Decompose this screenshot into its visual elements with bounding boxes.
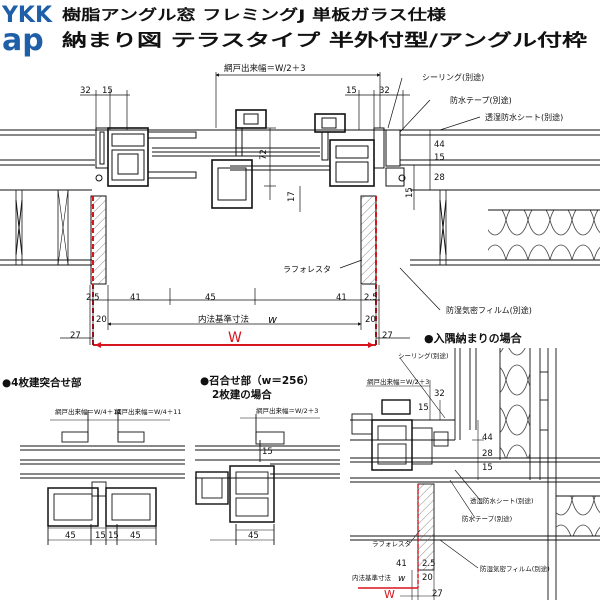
sub-meeting-dim-15: 15 <box>262 447 273 457</box>
sub-4panel-dim-15b: 15 <box>108 531 119 541</box>
label-sealing: シーリング(別途) <box>422 72 484 82</box>
sub-4panel-dim-45-right: 45 <box>130 531 141 541</box>
dim-right-28: 28 <box>434 173 445 183</box>
label-waterproof-tape: 防水テープ(別途) <box>450 95 512 105</box>
corner-net-label: 網戸出来幅＝W/2＋3 <box>367 377 429 386</box>
dim-bottom-27-left: 27 <box>70 331 81 341</box>
sub-meeting-title-2: 2枚建の場合 <box>212 388 272 401</box>
label-laforesta: ラフォレスタ <box>283 265 331 274</box>
corner-dim-44: 44 <box>482 433 493 443</box>
sub-4panel-net-right: 網戸出来幅＝W/4＋11 <box>115 407 182 416</box>
main-dimension-lines <box>60 72 481 345</box>
logo-bottom-text: ap <box>2 23 44 58</box>
sub-corner-title: ●入隅納まりの場合 <box>424 331 523 345</box>
corner-dim-15: 15 <box>418 403 429 413</box>
title-line-1: 樹脂アングル窓 フレミングJ 単板ガラス仕様 <box>62 6 447 24</box>
corner-W-label: W <box>384 588 395 600</box>
sub-meeting-detail <box>195 414 340 545</box>
sub-meeting-dim-45: 45 <box>248 531 259 541</box>
corner-inner-dim-label: 内法基準寸法 <box>352 573 392 582</box>
sub-4panel-dim-45-left: 45 <box>65 531 76 541</box>
dim-bottom-2-5-right: 2.5 <box>364 293 378 303</box>
inner-dim-label: 内法基準寸法 <box>198 314 249 325</box>
brand-logo: YKK ap <box>1 3 53 58</box>
corner-label-vapor-film: 防湿気密フィルム(別途) <box>480 564 550 573</box>
dim-top-right-32: 32 <box>379 86 390 96</box>
W-label: W <box>228 330 242 346</box>
dim-vertical-72: 72 <box>259 149 269 160</box>
sub-4panel-detail <box>20 410 185 545</box>
corner-dim-2-5: 2.5 <box>422 559 436 569</box>
sub-4panel-title: ●4枚建突合せ部 <box>2 376 82 389</box>
dim-bottom-20-left: 20 <box>96 315 107 325</box>
sub-meeting-net-label: 網戸出来幅＝W/2＋3 <box>256 406 318 415</box>
dim-bottom-41-left: 41 <box>130 293 141 303</box>
sub-4panel-net-left: 網戸出来幅＝W/4＋11 <box>55 407 122 416</box>
dim-bottom-20-right: 20 <box>365 315 376 325</box>
corner-label-sealing: シーリング(別途) <box>398 351 449 360</box>
inner-dim-symbol: w <box>268 313 277 326</box>
corner-dim-41: 41 <box>396 559 407 569</box>
dim-right-15: 15 <box>434 153 445 163</box>
corner-dim-32: 32 <box>434 389 445 399</box>
corner-label-waterproof-tape: 防水テープ(別途) <box>462 514 512 523</box>
corner-dim-15b: 15 <box>482 463 493 473</box>
corner-dim-28: 28 <box>482 449 493 459</box>
sub-4panel-dim-15: 15 <box>95 531 106 541</box>
corner-inner-dim-symbol: w <box>398 574 406 584</box>
corner-label-breathable-sheet: 透湿防水シート(別途) <box>470 496 534 505</box>
label-vapor-film: 防湿気密フィルム(別途) <box>446 305 532 315</box>
logo-top-text: YKK <box>1 3 53 28</box>
dim-vertical-17: 17 <box>287 191 297 202</box>
corner-label-laforesta: ラフォレスタ <box>372 539 411 548</box>
title-line-2: 納まり図 テラスタイプ 半外付型/アングル付枠 <box>62 30 587 51</box>
dim-bottom-27-right: 27 <box>382 331 393 341</box>
dim-bottom-45: 45 <box>205 293 216 303</box>
main-dimension-text: 網戸出来幅＝W/2＋3 32 15 15 32 44 15 28 72 17 1… <box>70 63 563 346</box>
dim-bottom-41-right: 41 <box>336 293 347 303</box>
sub-meeting-title-1: ●召合せ部（w＝256） <box>200 374 314 387</box>
dim-right-44: 44 <box>434 140 445 150</box>
dim-top-right-15: 15 <box>346 86 357 96</box>
main-section-detail <box>0 109 600 346</box>
dim-top-left-15: 15 <box>102 86 113 96</box>
dim-vertical-15: 15 <box>405 187 415 198</box>
sub-corner-text: シーリング(別途) 網戸出来幅＝W/2＋3 32 15 44 15 28 透湿防… <box>352 351 550 600</box>
corner-dim-27: 27 <box>432 589 443 599</box>
dim-bottom-2-5-left: 2.5 <box>86 293 100 303</box>
net-width-label: 網戸出来幅＝W/2＋3 <box>224 63 306 74</box>
sub-corner-detail <box>350 348 600 600</box>
corner-dim-20: 20 <box>422 573 433 583</box>
label-breathable-sheet: 透湿防水シート(別途) <box>485 112 563 122</box>
dim-top-left-32: 32 <box>80 86 91 96</box>
